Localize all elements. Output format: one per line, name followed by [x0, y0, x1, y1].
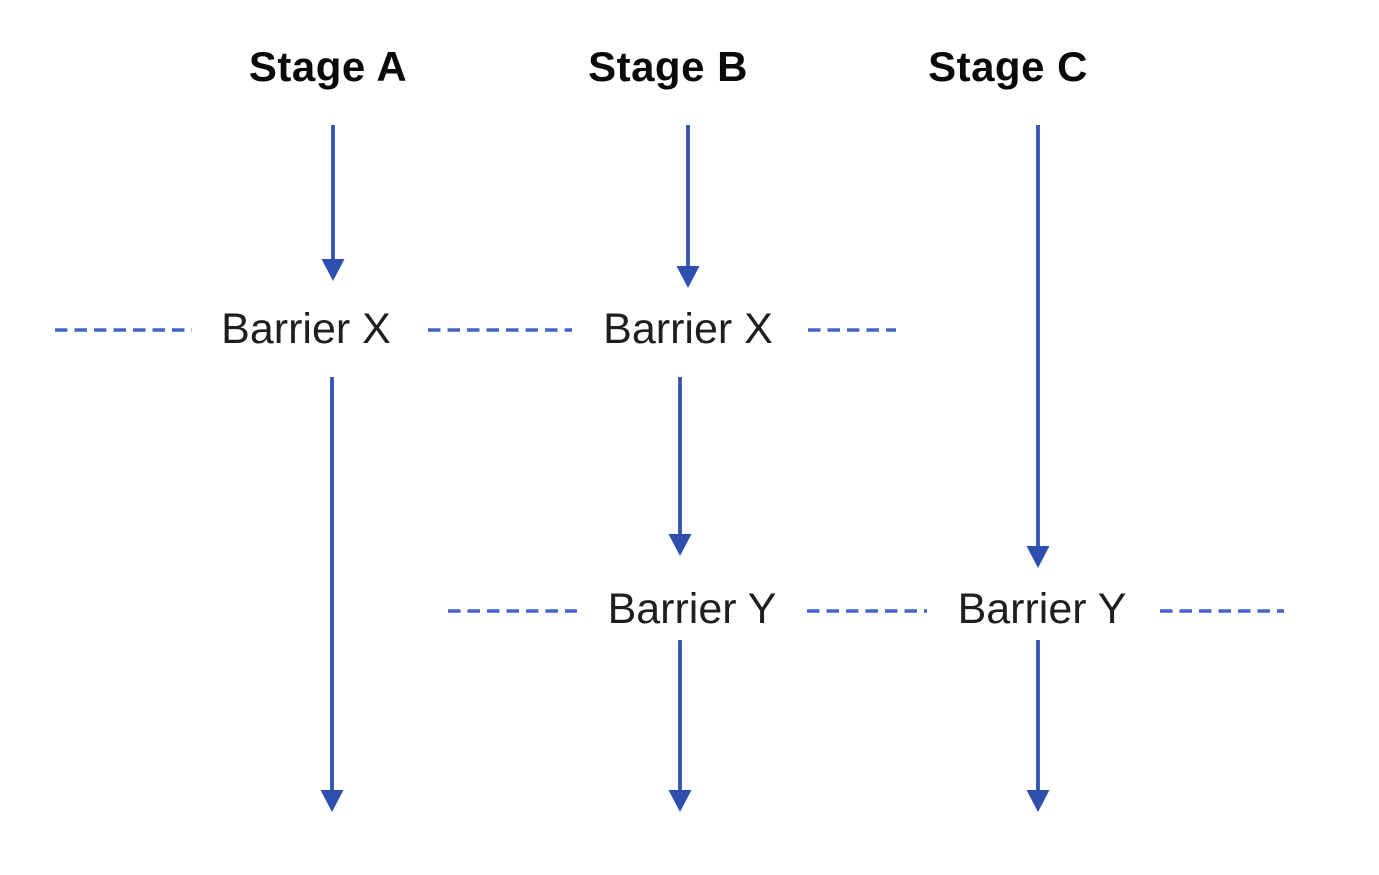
stage-a-arrow-bottom-icon	[320, 377, 344, 812]
stage-c-arrow-top-icon	[1026, 125, 1050, 568]
stage-b-arrow-middle-icon	[668, 377, 692, 556]
barrier-x-label-stage-a: Barrier X	[221, 305, 391, 353]
barrier-y-label-stage-b: Barrier Y	[607, 585, 777, 633]
stage-b-arrow-bottom-icon	[668, 640, 692, 812]
barrier-x-label-stage-b: Barrier X	[603, 305, 773, 353]
barrier-y-label-stage-c: Barrier Y	[957, 585, 1127, 633]
stage-b-arrow-top-icon	[676, 125, 700, 288]
stage-a-heading: Stage A	[248, 43, 408, 90]
stage-c-heading: Stage C	[928, 43, 1088, 90]
stage-a-arrow-top-icon	[321, 125, 345, 281]
stage-c-arrow-bottom-icon	[1026, 640, 1050, 812]
stage-b-heading: Stage B	[588, 43, 748, 90]
